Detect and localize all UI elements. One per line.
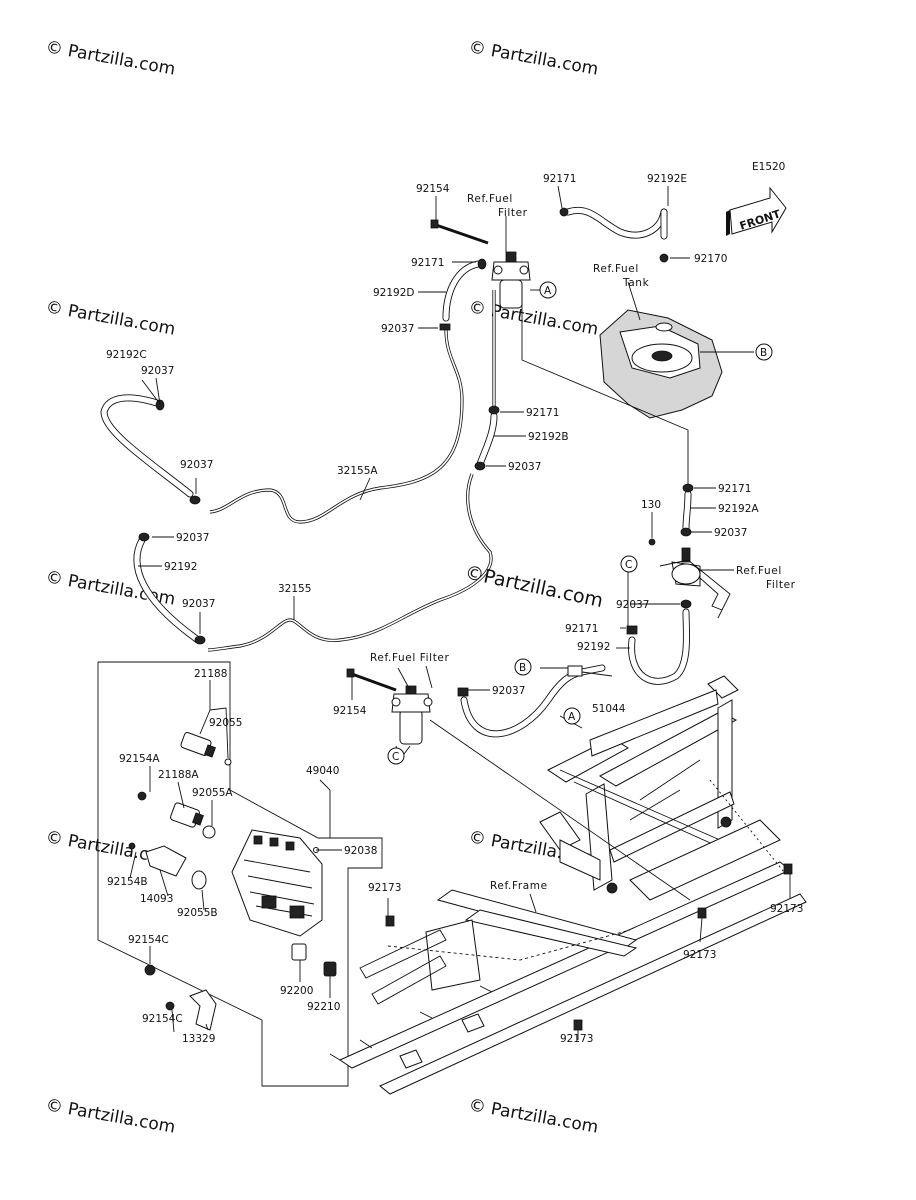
part-label: 92192B (528, 431, 569, 443)
callout-letter: C (625, 559, 632, 571)
watermark: © Partzilla.com (467, 37, 600, 79)
part-label: 92170 (694, 253, 727, 265)
part-label: 14093 (140, 893, 173, 905)
callout-letter: A (544, 285, 552, 297)
ref-frame: Ref.Frame (490, 880, 548, 892)
part-label: 92171 (565, 623, 598, 635)
part-label: 92154 (333, 705, 367, 717)
reference-labels: Ref.Fuel Filter Ref.Fuel Tank Ref.Fuel F… (370, 193, 796, 892)
fuel-filter-mid (391, 685, 433, 745)
diagram-code: E1520 (752, 161, 785, 173)
part-label: 92192C (106, 349, 147, 361)
part-label: 92055A (192, 787, 233, 799)
watermark-main: ©Partzilla.com (463, 561, 605, 612)
fuel-filter-top (491, 251, 531, 309)
part-label: 92200 (280, 985, 313, 997)
part-label: 92154A (119, 753, 160, 765)
pipes (207, 290, 689, 652)
callout-a-top: A (539, 281, 557, 299)
pump-body-49040 (231, 829, 323, 937)
clamps (138, 207, 694, 697)
part-label: 92192 (164, 561, 197, 573)
part-label: 92038 (344, 845, 377, 857)
part-label: 92171 (543, 173, 576, 185)
bolt-92154-top (430, 219, 489, 245)
callout-b-tank: B (755, 343, 773, 361)
ref-fuel-filter-top: Filter (498, 207, 528, 219)
part-label: 32155 (278, 583, 311, 595)
part-label: 92037 (508, 461, 541, 473)
callout-letter: B (519, 662, 526, 674)
part-number-labels: 92154 92171 92192E 92171 92170 92192D 92… (106, 173, 803, 1045)
hoses (100, 207, 692, 738)
part-label: 92037 (616, 599, 649, 611)
watermark: © Partzilla.com (467, 1095, 600, 1137)
part-label: 92154C (128, 934, 169, 946)
part-label: 92037 (180, 459, 213, 471)
part-label: 21188 (194, 668, 227, 680)
front-arrow-icon: FRONT (726, 186, 787, 236)
part-label: 92154B (107, 876, 148, 888)
part-label: 13329 (182, 1033, 215, 1045)
watermark: © Partzilla.com (44, 37, 177, 79)
part-label: 92037 (141, 365, 174, 377)
part-label: 92037 (182, 598, 215, 610)
part-label: 32155A (337, 465, 378, 477)
callout-letter: C (392, 751, 399, 763)
part-label: 92055B (177, 907, 218, 919)
watermark: © Partzilla.com (44, 297, 177, 339)
part-label: 21188A (158, 769, 199, 781)
solenoid-21188A (170, 802, 204, 828)
callout-c-mid: C (387, 747, 405, 765)
part-label: 92192E (647, 173, 687, 185)
part-label: 92171 (718, 483, 751, 495)
part-label: 92210 (307, 1001, 340, 1013)
callout-b-mid: B (514, 658, 532, 676)
part-label: 92173 (770, 903, 803, 915)
part-label: 51044 (592, 703, 626, 715)
fuel-filter-right (659, 547, 731, 619)
part-label: 92154 (416, 183, 450, 195)
part-label: 92037 (714, 527, 747, 539)
part-label: 92037 (492, 685, 525, 697)
part-label: 92037 (381, 323, 414, 335)
injection-pump-group (97, 661, 383, 1087)
part-label: 92192 (577, 641, 610, 653)
ref-fuel-filter-right: Ref.Fuel (736, 565, 782, 577)
callout-c-right: C (620, 555, 638, 573)
bolt-92154-mid (346, 668, 397, 692)
part-label: 130 (641, 499, 661, 511)
part-label: 92173 (683, 949, 716, 961)
part-label: 49040 (306, 765, 339, 777)
leader-lines (129, 185, 791, 1040)
part-label: 92173 (560, 1033, 593, 1045)
ref-fuel-tank: Tank (622, 277, 650, 289)
callout-letter: A (568, 711, 576, 723)
ref-fuel-filter-mid: Ref.Fuel Filter (370, 652, 449, 664)
watermark: © Partzilla.com (467, 297, 600, 339)
part-label: 92037 (176, 532, 209, 544)
ref-fuel-filter-right: Filter (766, 579, 796, 591)
callout-a-frame: A (563, 707, 581, 725)
part-label: 92154C (142, 1013, 183, 1025)
part-label: 92192A (718, 503, 759, 515)
callout-letter: B (760, 347, 767, 359)
part-label: 92173 (368, 882, 401, 894)
part-label: 92192D (373, 287, 415, 299)
part-label: 92171 (411, 257, 444, 269)
ref-fuel-filter-top: Ref.Fuel (467, 193, 513, 205)
part-label: 92171 (526, 407, 559, 419)
ref-fuel-tank: Ref.Fuel (593, 263, 639, 275)
watermark: © Partzilla.com (44, 1095, 177, 1137)
part-label: 92055 (209, 717, 242, 729)
solenoid-21188 (180, 732, 216, 758)
fuel-tank (599, 309, 723, 419)
